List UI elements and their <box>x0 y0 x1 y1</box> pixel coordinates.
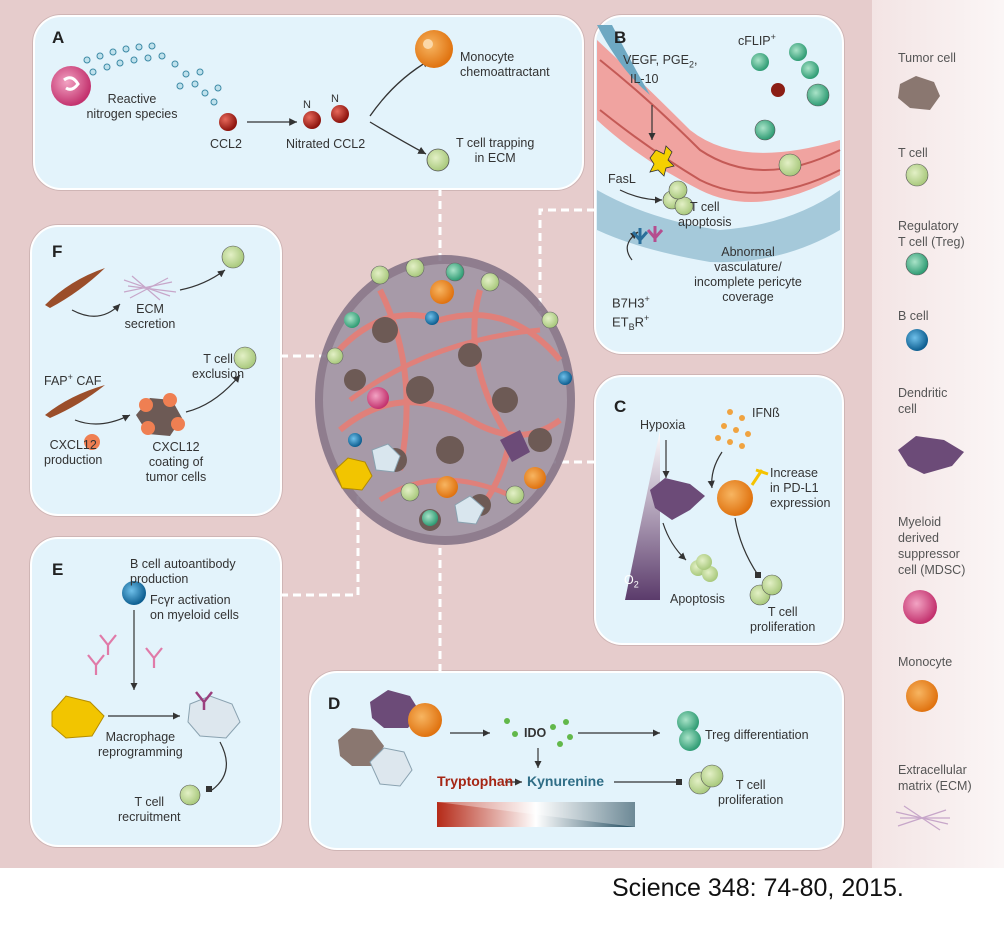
abnormal-vasculature-label: Abnormal vasculature/ incomplete pericyt… <box>694 245 802 304</box>
t-cell-exclusion-label: T cell exclusion <box>192 352 245 381</box>
panel-e <box>30 537 282 847</box>
legend-icons <box>895 76 964 831</box>
il10-label: IL-10 <box>630 72 659 86</box>
fcgr-activation-label: Fcγr activation on myeloid cells <box>150 593 239 622</box>
panel-d-graphics <box>338 690 724 827</box>
legend-treg: Regulatory T cell (Treg) <box>898 219 965 249</box>
fap-text: FAP <box>44 374 68 389</box>
legend-tumor-cell: Tumor cell <box>898 51 956 65</box>
pd-l1-increase-label: Increase in PD-L1 expression <box>770 466 831 510</box>
t-cell-apoptosis-label: T cell apoptosis <box>678 200 732 229</box>
t-cell-icon <box>905 163 929 187</box>
etbr-label: ETBR+ <box>612 311 649 335</box>
etbr-r: R <box>634 314 645 330</box>
ecm-icon <box>895 805 950 831</box>
legend-mdsc: Myeloid derived suppressor cell (MDSC) <box>898 515 966 577</box>
ccl2-label: CCL2 <box>210 137 242 151</box>
etbr-text: ET <box>612 314 629 330</box>
cxcl12-coating-label: CXCL12 coating of tumor cells <box>145 440 207 484</box>
b7h3-sup: + <box>644 294 650 304</box>
t-cell-trapping-label: T cell trapping in ECM <box>456 136 535 165</box>
mdsc-icon <box>903 590 937 624</box>
panel-a <box>33 15 584 190</box>
fap-caf-label: FAP+ CAF <box>44 370 101 389</box>
cflip-label: cFLIP+ <box>738 30 776 49</box>
legend-b-cell: B cell <box>898 309 929 323</box>
legend-t-cell: T cell <box>898 146 928 160</box>
etbr-sup: + <box>644 313 650 323</box>
b7h3-label: B7H3+ <box>612 292 650 310</box>
legend-dendritic-cell: Dendritic cell <box>898 386 948 416</box>
nitrated-ccl2-label: Nitrated CCL2 <box>286 137 366 151</box>
treg-differentiation-label: Treg differentiation <box>705 728 809 742</box>
ido-label: IDO <box>524 726 547 740</box>
macrophage-reprogramming-label: Macrophage reprogramming <box>98 730 183 759</box>
monocyte-icon <box>906 680 938 712</box>
t-cell-proliferation-d-label: T cell proliferation <box>718 778 784 807</box>
panel-d-label: D <box>328 694 341 713</box>
panel-a-label: A <box>52 28 65 47</box>
panel-e-label: E <box>52 560 64 579</box>
panel-b-label: B <box>614 28 627 47</box>
kynurenine-label: Kynurenine <box>527 773 605 789</box>
b-cell-autoantibody-label: B cell autoantibody production <box>130 557 236 586</box>
o2-sub: 2 <box>633 579 639 590</box>
n-label-2: N <box>331 93 339 105</box>
vegf-comma: , <box>694 53 698 67</box>
ecm-secretion-label: ECM secretion <box>124 302 176 331</box>
t-cell-recruitment-label: T cell recruitment <box>118 795 181 824</box>
dendritic-cell-icon <box>898 436 964 474</box>
panel-f-label: F <box>52 242 63 261</box>
treg-icon <box>905 252 929 276</box>
panel-a-graphics <box>51 30 453 172</box>
fap-sup: + <box>67 372 73 382</box>
vegf-text: VEGF, PGE <box>623 53 689 67</box>
legend-ecm: Extracellular matrix (ECM) <box>898 763 972 793</box>
hypoxia-label: Hypoxia <box>640 418 686 432</box>
panel-e-graphics <box>51 581 241 806</box>
n-label-1: N <box>303 99 311 111</box>
tumor-cell-icon <box>898 76 940 110</box>
panel-c-graphics <box>625 409 783 606</box>
cxcl12-production-label: CXCL12 production <box>44 438 103 467</box>
t-cell-proliferation-c-label: T cell proliferation <box>750 605 816 634</box>
panel-f <box>30 225 282 516</box>
fasl-label: FasL <box>608 172 636 186</box>
tumor-mass <box>315 255 575 545</box>
ifnb-label: IFNß <box>752 406 780 420</box>
o2-text: O <box>624 573 634 587</box>
apoptosis-label: Apoptosis <box>670 592 725 606</box>
cflip-sup: + <box>770 32 776 42</box>
legend-monocyte: Monocyte <box>898 655 953 669</box>
panel-c-label: C <box>614 397 627 416</box>
citation: Science 348: 74-80, 2015. <box>612 874 904 902</box>
vegf-label: VEGF, PGE2, <box>623 53 698 73</box>
reactive-nitrogen-label: Reactive nitrogen species <box>86 92 178 121</box>
vegf-sub: 2 <box>689 59 695 70</box>
caf-text: CAF <box>72 374 102 389</box>
o2-label: O2 <box>624 573 639 593</box>
panel-f-graphics <box>45 245 257 450</box>
cflip-text: cFLIP <box>738 34 771 49</box>
monocyte-chemoattractant-label: Monocyte chemoattractant <box>460 50 550 79</box>
panel-b-graphics <box>597 25 841 263</box>
etbr-sub: B <box>628 321 635 332</box>
legend-sidebar <box>872 0 1004 868</box>
b7h3-text: B7H3 <box>612 295 645 311</box>
b-cell-icon <box>906 329 928 351</box>
tryptophan-label: Tryptophan <box>437 773 514 789</box>
